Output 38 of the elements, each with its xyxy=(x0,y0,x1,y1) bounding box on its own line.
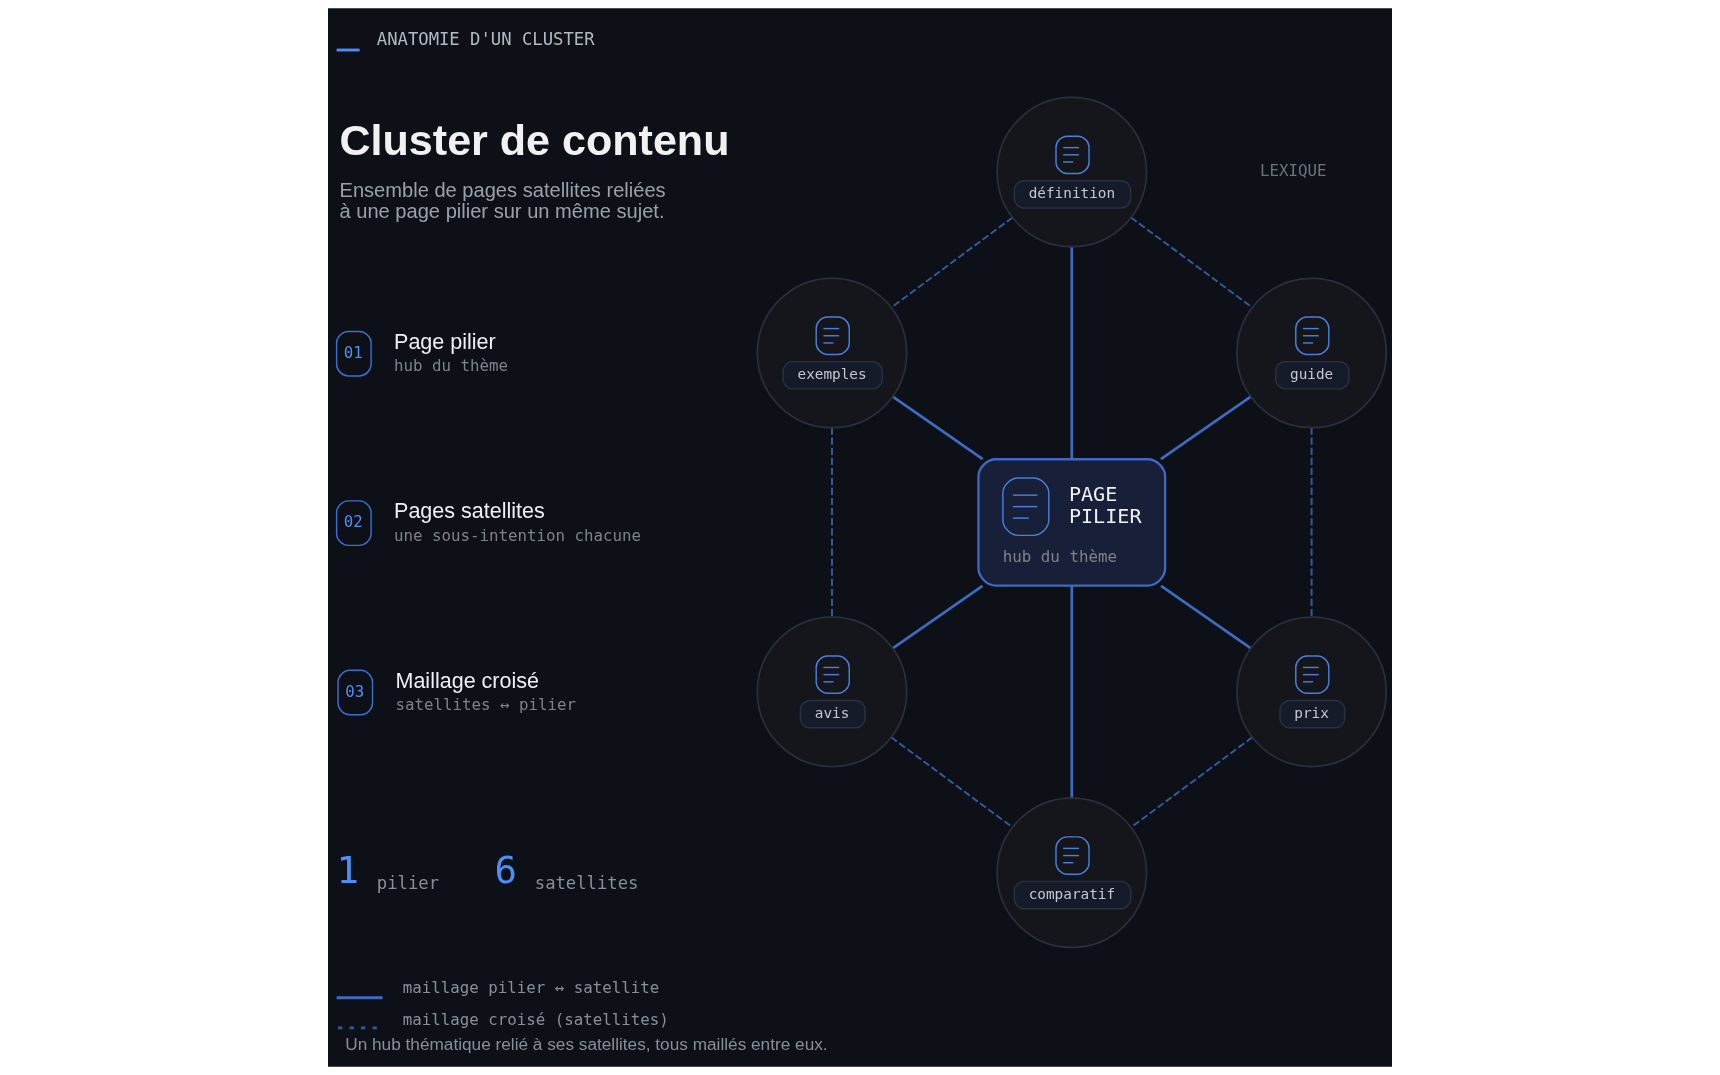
label: satellites xyxy=(534,873,639,894)
node-label: Maillage croisé xyxy=(395,668,539,693)
label: LEXIQUE xyxy=(1259,161,1327,181)
node-box: 01 xyxy=(335,330,372,377)
connector xyxy=(1070,246,1074,459)
connector xyxy=(1070,585,1074,798)
label: 6 xyxy=(494,847,518,892)
node-label: Page pilier xyxy=(394,329,496,354)
node-box: 03 xyxy=(337,669,374,716)
label: Ensemble de pages satellites reliées à une page pilier sur un même sujet. xyxy=(339,178,666,223)
node-circle: définition xyxy=(996,96,1148,248)
legend-label: maillage pilier ↔ satellite xyxy=(402,978,660,998)
connector xyxy=(890,736,1013,829)
node-label: satellites ↔ pilier xyxy=(395,695,577,715)
connector xyxy=(1160,395,1252,461)
node-label: Pages satellites xyxy=(394,499,545,524)
connector xyxy=(1160,584,1252,650)
node-label: hub du thème xyxy=(394,356,509,376)
node-circle: exemples xyxy=(756,277,908,429)
connector xyxy=(892,395,984,461)
connector xyxy=(831,427,833,617)
node-circle: comparatif xyxy=(996,797,1148,949)
legend-label: maillage croisé (satellites) xyxy=(402,1009,669,1029)
label: 1 xyxy=(336,847,360,892)
label: pilier xyxy=(376,873,440,894)
diagram-title: Cluster de contenu xyxy=(339,115,730,164)
node-circle: avis xyxy=(756,616,908,768)
node-label: une sous-intention chacune xyxy=(394,525,642,545)
node-box: 02 xyxy=(335,500,372,547)
caption: Un hub thématique relié à ses satellites, tous maillés entre eux. xyxy=(345,1034,828,1055)
node-circle: guide xyxy=(1236,277,1388,429)
label: ANATOMIE D'UN CLUSTER xyxy=(376,29,595,50)
connector xyxy=(892,584,984,650)
connector xyxy=(1310,427,1313,617)
connector xyxy=(1130,216,1253,309)
connector xyxy=(1130,736,1253,829)
node-circle: prix xyxy=(1236,616,1388,768)
node-box: PAGE PILIER hub du thème xyxy=(977,458,1167,587)
